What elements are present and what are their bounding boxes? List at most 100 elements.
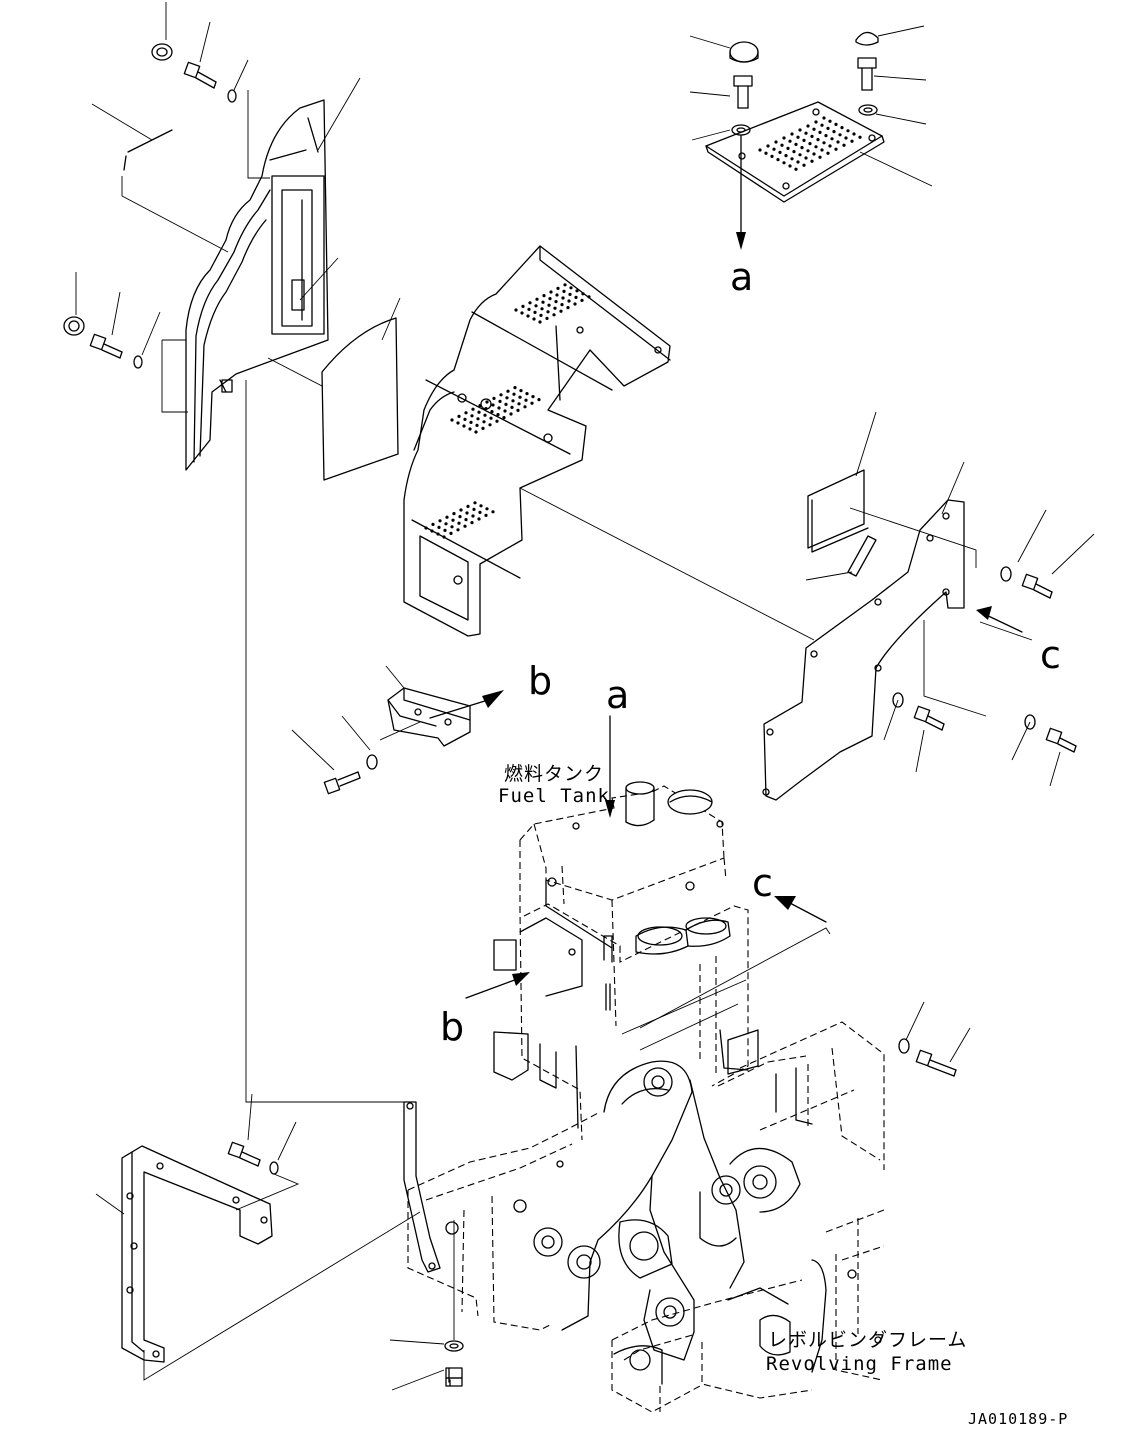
fuel-tank-label-jp: 燃料タンク (504, 763, 604, 785)
perforation-hole (828, 144, 832, 148)
perforation-hole (511, 399, 515, 403)
perforation-hole (495, 419, 499, 423)
perforation-hole (561, 296, 565, 300)
perforation-hole (796, 160, 800, 164)
perforation-hole (548, 297, 552, 301)
perforation-hole (506, 389, 510, 393)
perforation-hole (560, 303, 564, 307)
bolt-part (445, 1367, 463, 1387)
perforation-hole (481, 426, 485, 430)
perforation-hole (820, 123, 824, 127)
perforation-hole (834, 122, 838, 126)
perforation-hole (796, 135, 800, 139)
perforation-hole (472, 507, 476, 511)
perforation-hole (798, 128, 802, 132)
perforation-hole (804, 156, 808, 160)
perforation-hole (826, 151, 830, 155)
perforation-hole (459, 508, 463, 512)
perforation-hole (532, 317, 536, 321)
perforation-hole (846, 129, 850, 133)
perforation-hole (478, 404, 482, 408)
washer-part (366, 754, 378, 770)
perforation-hole (464, 518, 468, 522)
perforation-hole (587, 295, 591, 299)
perforation-hole (832, 130, 836, 134)
perforation-hole (502, 416, 506, 420)
perforation-hole (537, 398, 541, 402)
perforation-hole (772, 147, 776, 151)
washer-part (1024, 714, 1036, 730)
perforation-hole (470, 414, 474, 418)
perforation-hole (477, 410, 481, 414)
fuel-tank-label-en: Fuel Tank (498, 785, 610, 807)
perforation-hole (492, 396, 496, 400)
right-side-plate-group (762, 411, 1095, 801)
perforation-hole (469, 420, 473, 424)
view-label-b-bracket: b (528, 659, 552, 703)
perforation-hole (786, 146, 790, 150)
perforation-hole (456, 528, 460, 532)
perforation-hole (850, 139, 854, 143)
perforation-hole (580, 298, 584, 302)
perforation-hole (450, 418, 454, 422)
perforation-pattern (424, 501, 495, 539)
perforation-hole (770, 154, 774, 158)
perforation-hole (466, 504, 470, 508)
perforation-hole (473, 501, 477, 505)
perforation-hole (491, 510, 495, 514)
perforation-hole (538, 320, 542, 324)
perforation-hole (824, 134, 828, 138)
bracket-b-group (291, 665, 504, 795)
perforation-hole (452, 511, 456, 516)
perforation-hole (810, 159, 814, 163)
perforation-hole (451, 518, 455, 522)
perforation-hole (834, 147, 838, 151)
perforation-hole (563, 283, 567, 287)
perforation-hole (784, 154, 788, 158)
perforation-hole (485, 400, 489, 404)
perforation-hole (814, 145, 818, 149)
perforation-hole (475, 423, 479, 427)
perforation-hole (559, 309, 563, 313)
perforation-hole (471, 407, 475, 411)
seal-strip (847, 535, 877, 577)
drawing-code: JA010189-P (968, 1410, 1068, 1428)
cap-part (729, 41, 759, 63)
perforation-hole (476, 417, 480, 421)
insulation-pad (321, 317, 399, 481)
perforation-hole (514, 308, 518, 312)
perforation-hole (491, 403, 495, 407)
perforation-hole (465, 511, 469, 515)
perforation-hole (468, 427, 472, 431)
perforation-hole (496, 413, 500, 417)
perforation-hole (484, 513, 488, 518)
perforation-hole (504, 402, 508, 406)
perforation-hole (822, 116, 826, 120)
perforation-hole (542, 294, 546, 298)
perforation-hole (533, 310, 537, 314)
perforation-hole (526, 314, 530, 318)
perforation-hole (464, 411, 468, 415)
bolt-part (227, 1141, 261, 1167)
perforation-hole (810, 134, 814, 138)
perforation-hole (490, 410, 494, 414)
perforation-hole (499, 393, 503, 397)
perforation-pattern (514, 283, 591, 324)
perforation-hole (521, 304, 525, 308)
perforation-hole (520, 311, 524, 315)
perforation-hole (477, 517, 481, 521)
perforation-hole (546, 310, 550, 314)
perforation-hole (505, 396, 509, 400)
perforation-hole (569, 286, 573, 290)
perforation-hole (450, 525, 454, 529)
perforation-hole (525, 392, 529, 396)
perforation-hole (566, 306, 570, 310)
perforation-hole (574, 295, 578, 299)
perforation-hole (808, 142, 812, 146)
perforation-hole (782, 161, 786, 165)
view-label-b-tank: b (440, 1005, 464, 1049)
perforation-hole (792, 150, 796, 154)
step-cover-body (403, 245, 671, 637)
left-side-cover-group (63, 2, 404, 1103)
